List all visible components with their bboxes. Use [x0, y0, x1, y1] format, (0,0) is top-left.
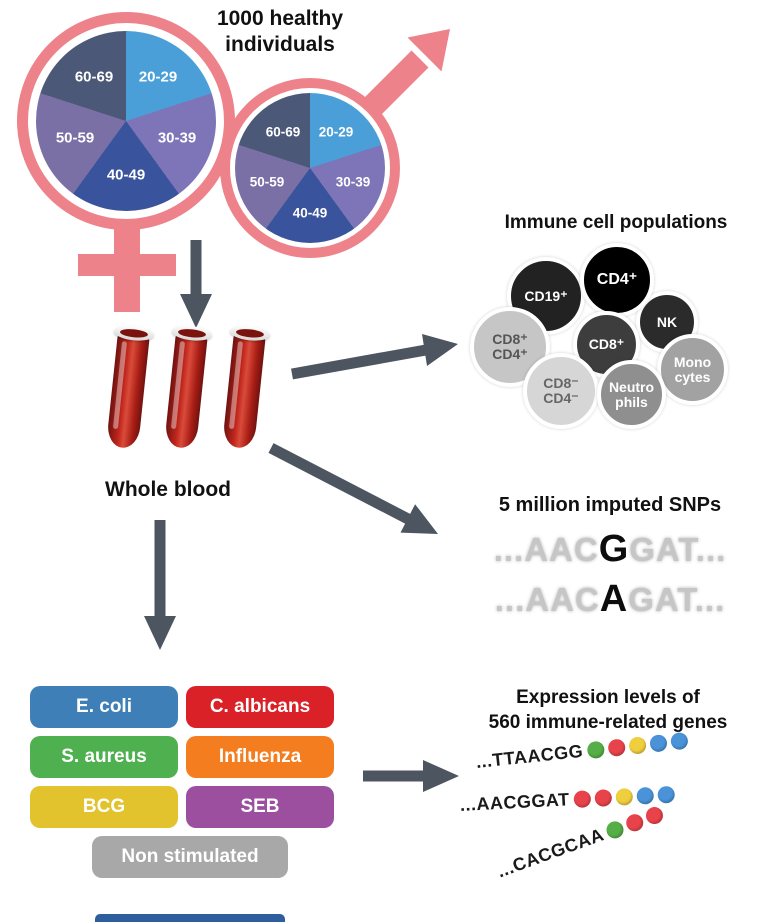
- cell-label: Mono cytes: [673, 353, 712, 385]
- cohort-title: 1000 healthy individuals: [216, 7, 344, 57]
- age-segment-label: 60-69: [265, 124, 301, 140]
- cell-neutrophils: Neutro phils: [597, 360, 666, 429]
- expression-dot: [635, 786, 654, 805]
- stimulus-label: Influenza: [218, 746, 302, 767]
- age-segment-label: 50-59: [249, 174, 285, 190]
- cell-label: CD19⁺: [524, 287, 568, 304]
- cell-monocytes: Mono cytes: [657, 334, 728, 405]
- age-segment-label: 40-49: [292, 205, 328, 221]
- gene-sequence: ...TTAACGG: [474, 740, 585, 772]
- immune-populations-title: Immune cell populations: [504, 212, 728, 233]
- partial-blue-box: [95, 914, 285, 922]
- stimulus-label: C. albicans: [209, 696, 311, 717]
- cell-label: Neutro phils: [608, 378, 655, 410]
- expression-dot: [586, 740, 605, 760]
- stimulus-label: SEB: [240, 796, 280, 817]
- snp-sequence-suffix: GAT...: [629, 531, 727, 568]
- snp-sequences: ...AACGGAT... ...AACAGAT...: [455, 528, 765, 628]
- expression-dot: [623, 811, 646, 834]
- gene-sequence: ...AACGGAT: [459, 789, 571, 815]
- expression-dot: [594, 789, 612, 807]
- arrow-blood-to-cells-icon: [291, 334, 458, 380]
- snp-sequence: ...AACGGAT...: [455, 528, 765, 578]
- snp-sequence-suffix: GAT...: [628, 581, 726, 618]
- expression-dot: [648, 734, 668, 753]
- stimulus-influenza: Influenza: [186, 736, 334, 778]
- expression-dot: [615, 787, 633, 806]
- cell-label: NK: [656, 313, 678, 330]
- age-segment-label: 20-29: [138, 68, 178, 86]
- cell-label: CD8⁺ CD4⁺: [492, 331, 528, 362]
- whole-blood-label: Whole blood: [105, 478, 231, 501]
- snp-sequence-prefix: ...AAC: [493, 531, 599, 568]
- female-symbol-circle: 20-29 30-39 40-49 50-59 60-69: [17, 12, 235, 230]
- age-segment-label: 30-39: [335, 174, 371, 190]
- blood-tubes: [106, 324, 284, 468]
- age-segment-label: 30-39: [157, 129, 197, 147]
- stimulus-non-stimulated: Non stimulated: [92, 836, 288, 878]
- expression-dot: [669, 731, 689, 751]
- male-age-pie: 20-29 30-39 40-49 50-59 60-69: [235, 93, 385, 243]
- stimulus-seb: SEB: [186, 786, 334, 828]
- stimulus-saureus: S. aureus: [30, 736, 178, 778]
- gene-sequence: ...CACGCAA: [494, 824, 607, 882]
- arrow-blood-to-snps-icon: [268, 443, 438, 534]
- snp-sequence-prefix: ...AAC: [494, 581, 600, 618]
- expression-row: ...TTAACGG: [475, 730, 689, 773]
- tube-blood: [164, 332, 208, 450]
- cell-cd4: CD4⁺: [580, 243, 654, 317]
- arrow-blood-to-stimuli-icon: [144, 520, 176, 650]
- stimulus-label: E. coli: [76, 696, 132, 717]
- expression-dot: [607, 738, 626, 758]
- cell-label: CD4⁺: [596, 270, 638, 288]
- stimulus-label: BCG: [82, 796, 126, 817]
- male-arrow-icon: [362, 29, 450, 118]
- cell-label: CD8⁻ CD4⁻: [543, 375, 579, 406]
- snp-sequence: ...AACAGAT...: [455, 578, 765, 628]
- stimulus-calbicans: C. albicans: [186, 686, 334, 728]
- snps-title: 5 million imputed SNPs: [498, 494, 722, 516]
- expression-row: ...CACGCAA: [494, 803, 666, 883]
- blood-tube: [217, 324, 271, 455]
- expression-dot: [643, 804, 666, 827]
- female-age-pie: 20-29 30-39 40-49 50-59 60-69: [36, 31, 216, 211]
- snp-allele: G: [598, 528, 630, 570]
- snp-allele: A: [599, 578, 629, 620]
- tube-blood: [106, 332, 150, 450]
- blood-tube: [101, 324, 155, 455]
- stimulus-label: Non stimulated: [121, 846, 259, 867]
- blood-tube: [159, 324, 213, 455]
- age-segment-label: 40-49: [106, 166, 146, 184]
- stimulus-bcg: BCG: [30, 786, 178, 828]
- expression-dot: [627, 736, 647, 755]
- stimulus-label: S. aureus: [61, 746, 147, 767]
- expression-dot: [656, 785, 675, 804]
- age-segment-label: 60-69: [74, 68, 114, 86]
- expression-title: Expression levels of 560 immune-related …: [488, 687, 728, 733]
- expression-dot: [573, 790, 591, 809]
- arrow-stimuli-to-expression-icon: [363, 760, 459, 792]
- arrow-individuals-to-blood-icon: [180, 240, 212, 328]
- tube-blood: [222, 332, 266, 450]
- expression-dot: [604, 819, 626, 841]
- cell-cd8-cd4-double-negative: CD8⁻ CD4⁻: [523, 353, 599, 429]
- cell-label: CD8⁺: [588, 336, 625, 353]
- age-segment-label: 20-29: [318, 124, 354, 140]
- female-cross-horizontal: [78, 254, 176, 276]
- age-segment-label: 50-59: [55, 129, 95, 147]
- stimulus-ecoli: E. coli: [30, 686, 178, 728]
